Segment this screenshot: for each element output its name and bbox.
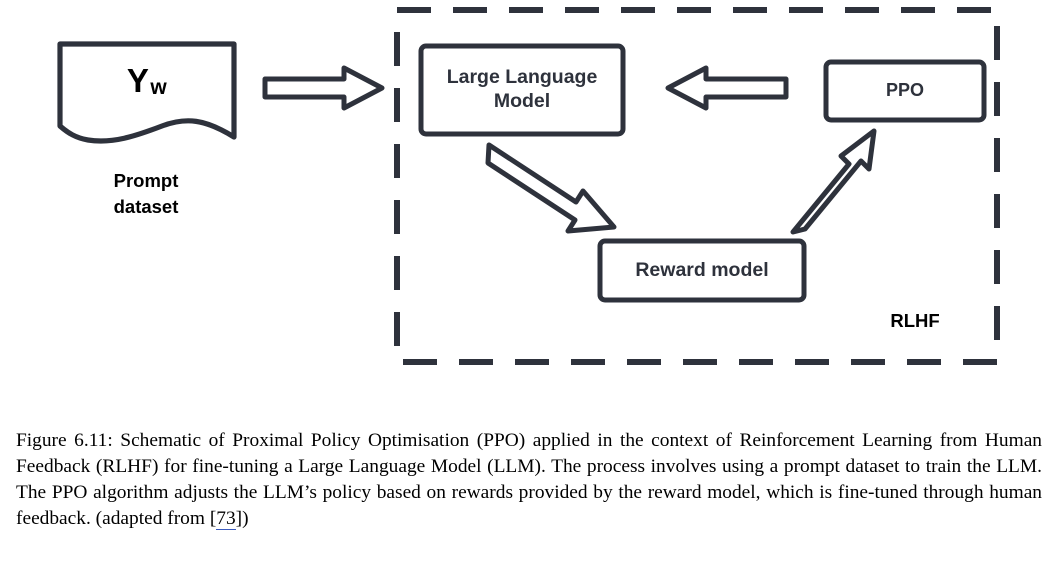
citation-bracket-close: ]) [235,508,249,530]
reward-model-box [597,238,807,303]
rlhf-group-boundary [394,7,1000,365]
figure-caption: Figure 6.11: Schematic of Proximal Polic… [16,428,1042,532]
citation-reference-link[interactable]: 73 [216,508,236,531]
figure-caption-number: Figure 6.11: [16,430,113,451]
arrow-dataset-to-llm [262,65,385,111]
figure-caption-text: Schematic of Proximal Policy Optimisatio… [16,430,1042,530]
figure-diagram: Yw Prompt dataset Large Language Model P… [57,7,1000,365]
arrow-reward-to-ppo [790,128,877,235]
rlhf-group-label: RLHF [890,310,940,331]
arrow-llm-to-reward [485,142,617,234]
citation-bracket-open: [ [209,508,217,530]
llm-box [418,43,626,137]
arrow-ppo-to-llm [665,65,789,111]
prompt-dataset-label: Prompt dataset [113,170,179,218]
ppo-box [823,59,987,123]
prompt-dataset-shape [57,41,237,144]
